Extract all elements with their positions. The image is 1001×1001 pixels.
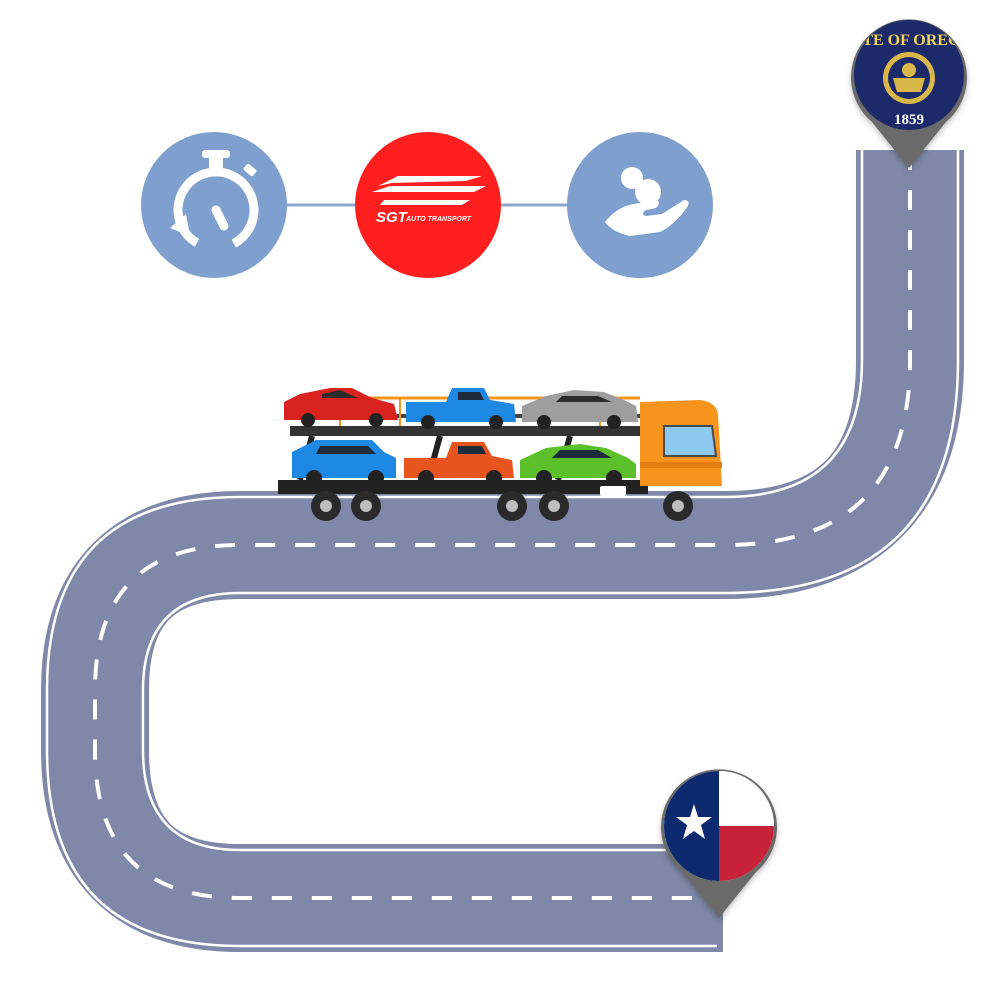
truck-cab — [600, 400, 722, 496]
road-center-dashes — [93, 150, 912, 900]
car-silver — [522, 390, 638, 429]
oregon-seal-text: STATE OF OREGON — [834, 32, 985, 49]
oregon-destination-pin: STATE OF OREGON 1859 — [834, 19, 985, 168]
winding-road — [41, 150, 964, 952]
texas-flag — [664, 771, 774, 881]
sgt-logo: SGT AUTO TRANSPORT — [355, 132, 501, 278]
hand-coins-icon — [567, 132, 713, 278]
star-icon — [676, 804, 712, 839]
car-orange-pickup — [404, 442, 514, 486]
texas-origin-pin — [661, 769, 777, 918]
car-blue-suv — [292, 440, 396, 486]
stopwatch-icon — [141, 132, 287, 278]
logo-subtitle: AUTO TRANSPORT — [405, 216, 472, 223]
car-blue-pickup — [406, 388, 516, 429]
logo-brand: SGT — [376, 209, 409, 226]
feature-icons: SGT AUTO TRANSPORT — [141, 132, 713, 278]
car-red — [284, 388, 398, 427]
oregon-seal-year: 1859 — [894, 112, 924, 128]
road-edge-inner — [45, 150, 864, 948]
car-carrier-truck — [278, 388, 722, 521]
road-edge-outer — [141, 150, 960, 852]
car-green — [520, 444, 636, 486]
